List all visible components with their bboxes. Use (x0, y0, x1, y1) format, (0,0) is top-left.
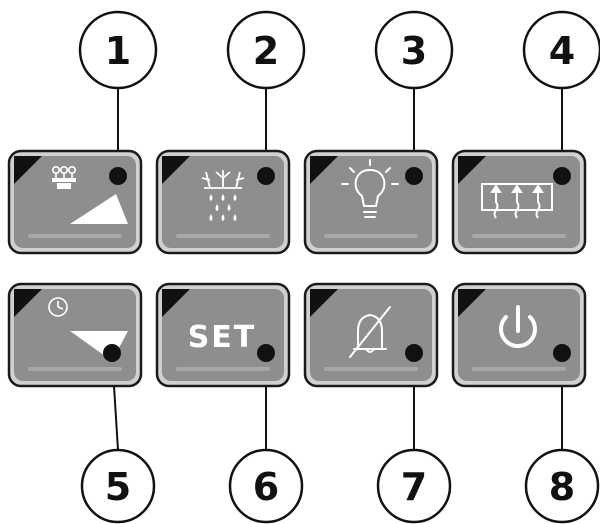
callout-4: 4 (522, 10, 600, 90)
light-bulb-icon (341, 159, 399, 218)
callout-8-number: 8 (549, 465, 575, 509)
up-arrow-icon (70, 194, 128, 224)
callout-5: 5 (80, 448, 156, 524)
callout-6-number: 6 (253, 465, 279, 509)
key-5-down-button[interactable] (7, 282, 143, 388)
power-icon (499, 305, 537, 349)
heater-icon (481, 183, 553, 219)
callout-2: 2 (226, 10, 306, 90)
callout-3: 3 (374, 10, 454, 90)
key-1-up-button[interactable] (7, 149, 143, 255)
key-4-heater-button[interactable] (451, 149, 587, 255)
fan-icon (51, 165, 76, 189)
callout-1: 1 (78, 10, 158, 90)
callout-dot (553, 167, 571, 185)
water-drops-icon (209, 194, 237, 221)
callout-2-number: 2 (253, 29, 279, 73)
key-2-defrost-button[interactable] (155, 149, 291, 255)
callout-dot (405, 167, 423, 185)
callout-1-number: 1 (105, 29, 131, 73)
callout-dot (103, 344, 121, 362)
defrost-icon (201, 170, 245, 189)
callout-4-number: 4 (549, 29, 575, 73)
set-label: SET (188, 320, 257, 355)
leader-lines (111, 88, 563, 451)
callout-6: 6 (228, 448, 304, 524)
callout-7: 7 (376, 448, 452, 524)
key-6-set-button[interactable]: SET (155, 282, 291, 388)
clock-icon (48, 297, 68, 317)
callout-8: 8 (524, 448, 600, 524)
callout-dot (405, 344, 423, 362)
key-7-alarm-mute-button[interactable] (303, 282, 439, 388)
callout-3-number: 3 (401, 29, 427, 73)
callout-7-number: 7 (401, 465, 427, 509)
key-3-light-button[interactable] (303, 149, 439, 255)
callout-5-number: 5 (105, 465, 131, 509)
key-8-power-button[interactable] (451, 282, 587, 388)
callout-dot (257, 167, 275, 185)
callout-dot (109, 167, 127, 185)
callout-dot (553, 344, 571, 362)
callout-dot (257, 344, 275, 362)
bell-mute-icon (349, 306, 391, 358)
